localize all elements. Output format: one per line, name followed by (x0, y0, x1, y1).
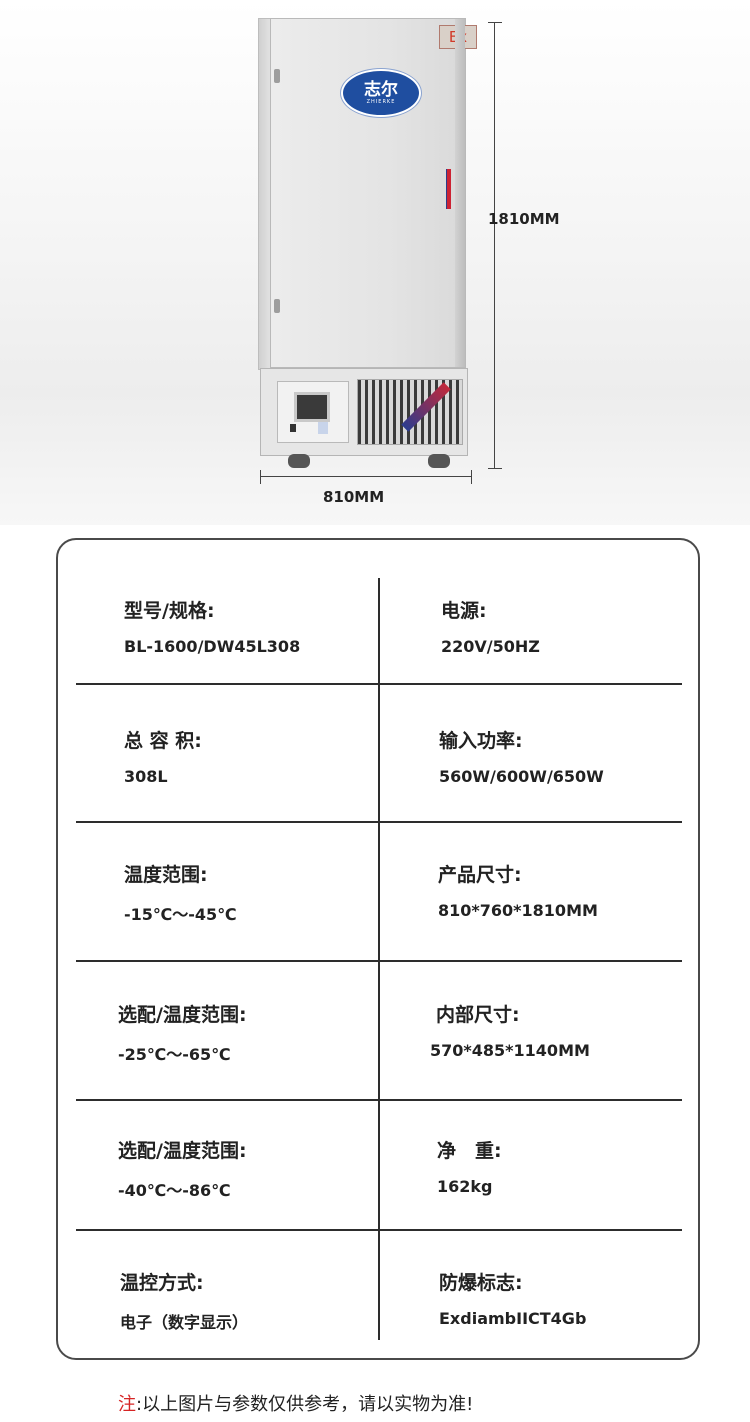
spec-label: 选配/温度范围: (118, 1004, 247, 1026)
width-dimension-label: 810MM (323, 488, 385, 506)
spec-value: ExdiambIICT4Gb (439, 1309, 587, 1328)
spec-value: 电子（数字显示） (120, 1313, 249, 1332)
brand-logo: 志尔 ZHIERKE (341, 69, 421, 117)
row-divider (76, 821, 682, 823)
spec-value: BL-1600/DW45L308 (124, 637, 301, 656)
spec-product-size: 产品尺寸: 810*760*1810MM (438, 860, 598, 920)
row-divider (76, 1229, 682, 1231)
dim-tick-left (260, 470, 261, 484)
info-label-icon (318, 422, 328, 434)
spec-temp-control: 温控方式: 电子（数字显示） (120, 1268, 248, 1333)
cabinet-door: 志尔 ZHIERKE Ex (270, 18, 477, 368)
spec-label: 温控方式: (120, 1272, 204, 1294)
row-divider (76, 960, 682, 962)
spec-value: -25℃～-65℃ (118, 1045, 231, 1064)
hinge-icon (274, 69, 280, 83)
row-divider (76, 1099, 682, 1101)
hinge-icon (274, 299, 280, 313)
spec-value: 560W/600W/650W (439, 767, 604, 786)
spec-internal-size: 内部尺寸: 570*485*1140MM (430, 1000, 590, 1060)
spec-value: 810*760*1810MM (438, 901, 598, 920)
spec-explosion-proof-mark: 防爆标志: ExdiambIICT4Gb (439, 1268, 586, 1328)
disclaimer-note: 注:以上图片与参数仅供参考，请以实物为准! (118, 1390, 473, 1416)
spec-temp-range: 温度范围: -15℃～-45℃ (124, 860, 237, 925)
spec-value: 570*485*1140MM (430, 1041, 590, 1060)
sticker-stripe (401, 382, 451, 432)
note-text: :以上图片与参数仅供参考，请以实物为准! (136, 1394, 474, 1415)
spec-value: -40℃～-86℃ (118, 1181, 231, 1200)
dim-tick-right (471, 470, 472, 484)
spec-optional-temp-range-1: 选配/温度范围: -25℃～-65℃ (118, 1000, 247, 1065)
spec-model: 型号/规格: BL-1600/DW45L308 (124, 596, 300, 656)
spec-value: -15℃～-45℃ (124, 905, 237, 924)
spec-volume: 总 容 积: 308L (124, 726, 202, 786)
column-divider (378, 578, 380, 1340)
spec-label: 型号/规格: (124, 600, 215, 622)
caster-wheel-icon (288, 454, 310, 468)
spec-table: 型号/规格: BL-1600/DW45L308 电源: 220V/50HZ 总 … (56, 538, 700, 1360)
spec-label: 防爆标志: (439, 1272, 523, 1294)
row-divider (76, 683, 682, 685)
spec-label: 输入功率: (439, 730, 523, 752)
height-dimension-line (494, 22, 495, 468)
spec-net-weight: 净 重: 162kg (437, 1136, 502, 1196)
door-edge (455, 19, 465, 367)
spec-label: 温度范围: (124, 864, 208, 886)
spec-input-power: 输入功率: 560W/600W/650W (439, 726, 604, 786)
width-dimension-line (260, 476, 472, 477)
spec-label: 内部尺寸: (436, 1004, 520, 1026)
spec-label: 选配/温度范围: (118, 1140, 247, 1162)
power-switch-icon (290, 424, 296, 432)
spec-label: 电源: (441, 600, 487, 622)
spec-label: 总 容 积: (124, 730, 202, 752)
spec-value: 220V/50HZ (441, 637, 540, 656)
digital-display-icon (294, 392, 330, 422)
dim-tick-bottom (488, 468, 502, 469)
spec-optional-temp-range-2: 选配/温度范围: -40℃～-86℃ (118, 1136, 247, 1201)
warning-strip (446, 169, 451, 209)
spec-power-supply: 电源: 220V/50HZ (441, 596, 540, 656)
product-image-area: 志尔 ZHIERKE Ex 1810MM 810MM (0, 0, 750, 525)
dim-tick-top (488, 22, 502, 23)
caster-wheel-icon (428, 454, 450, 468)
brand-logo-en: ZHIERKE (366, 98, 396, 105)
spec-value: 308L (124, 767, 168, 786)
freezer-illustration: 志尔 ZHIERKE Ex (258, 18, 477, 470)
control-panel (277, 381, 349, 443)
note-prefix: 注 (118, 1394, 136, 1415)
spec-label: 净 重: (437, 1140, 502, 1162)
height-dimension-label: 1810MM (488, 210, 560, 228)
spec-value: 162kg (437, 1177, 493, 1196)
machine-compartment (260, 368, 468, 456)
spec-label: 产品尺寸: (438, 864, 522, 886)
vent-grille (357, 379, 463, 445)
brand-logo-cn: 志尔 (364, 79, 398, 100)
